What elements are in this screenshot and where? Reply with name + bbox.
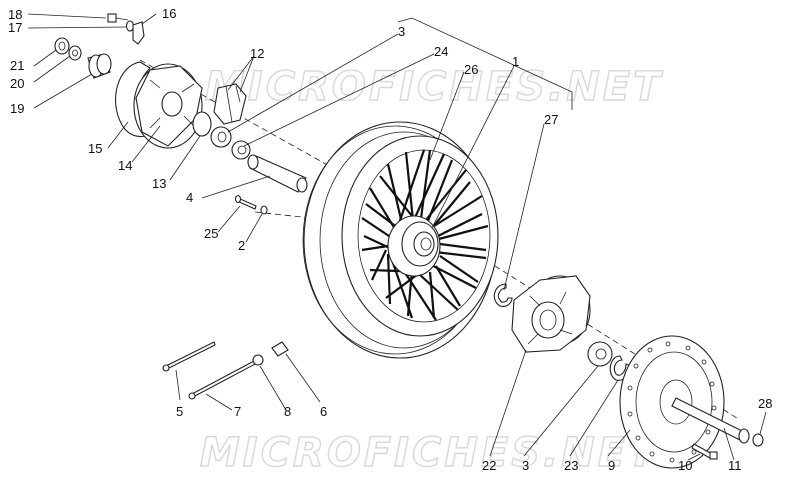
bolt-5 — [162, 341, 216, 372]
label-27: 27 — [544, 112, 558, 127]
label-19: 19 — [10, 101, 24, 116]
washer-2 — [260, 205, 268, 215]
circlip-27 — [493, 283, 513, 307]
label-5: 5 — [176, 404, 183, 419]
label-10: 10 — [678, 458, 692, 473]
label-22: 22 — [482, 458, 496, 473]
washer-20 — [68, 45, 82, 61]
label-20: 20 — [10, 76, 24, 91]
label-3-lower: 3 — [522, 458, 529, 473]
label-23: 23 — [564, 458, 578, 473]
bolt-7 — [188, 359, 258, 400]
label-15: 15 — [88, 141, 102, 156]
label-18: 18 — [8, 7, 22, 22]
damper-rubbers-12 — [213, 83, 247, 125]
nut-28 — [752, 433, 764, 447]
label-17: 17 — [8, 20, 22, 35]
label-26: 26 — [464, 62, 478, 77]
leader-lines — [27, 13, 767, 461]
seal-24 — [231, 140, 251, 160]
label-1: 1 — [512, 54, 519, 69]
label-24: 24 — [434, 44, 448, 59]
label-25: 25 — [204, 226, 218, 241]
label-7: 7 — [234, 404, 241, 419]
nut-21 — [54, 37, 70, 55]
axle-11 — [671, 397, 750, 444]
watermark-top: MICROFICHES.NET — [205, 64, 663, 110]
label-14: 14 — [118, 158, 132, 173]
label-16: 16 — [162, 6, 176, 21]
label-11: 11 — [728, 458, 742, 473]
label-13: 13 — [152, 176, 166, 191]
nut-8 — [252, 354, 264, 366]
label-6: 6 — [320, 404, 327, 419]
bolt-10 — [691, 443, 718, 460]
watermark-bottom: MICROFICHES.NET — [200, 430, 658, 476]
lock-tab-16 — [132, 21, 145, 45]
bolt-18 — [107, 13, 129, 23]
o-ring-13 — [192, 111, 212, 137]
bearing-3-upper — [210, 126, 232, 148]
assembly-bracket — [397, 17, 573, 110]
label-4: 4 — [186, 190, 193, 205]
label-28: 28 — [758, 396, 772, 411]
spacer-19 — [87, 53, 112, 79]
screw-25 — [234, 194, 257, 210]
sprocket-carrier-22 — [511, 275, 591, 353]
nut-6 — [271, 341, 289, 357]
spoked-wheel-26 — [302, 121, 499, 359]
label-12: 12 — [250, 46, 264, 61]
label-3-upper: 3 — [398, 24, 405, 39]
bearing-3-lower — [587, 341, 613, 367]
brake-disc-9 — [619, 335, 725, 469]
label-21: 21 — [10, 58, 24, 73]
label-8: 8 — [284, 404, 291, 419]
hub-cover-14 — [133, 63, 203, 149]
label-2: 2 — [238, 238, 245, 253]
spacer-tube-4 — [247, 154, 308, 193]
label-9: 9 — [608, 458, 615, 473]
